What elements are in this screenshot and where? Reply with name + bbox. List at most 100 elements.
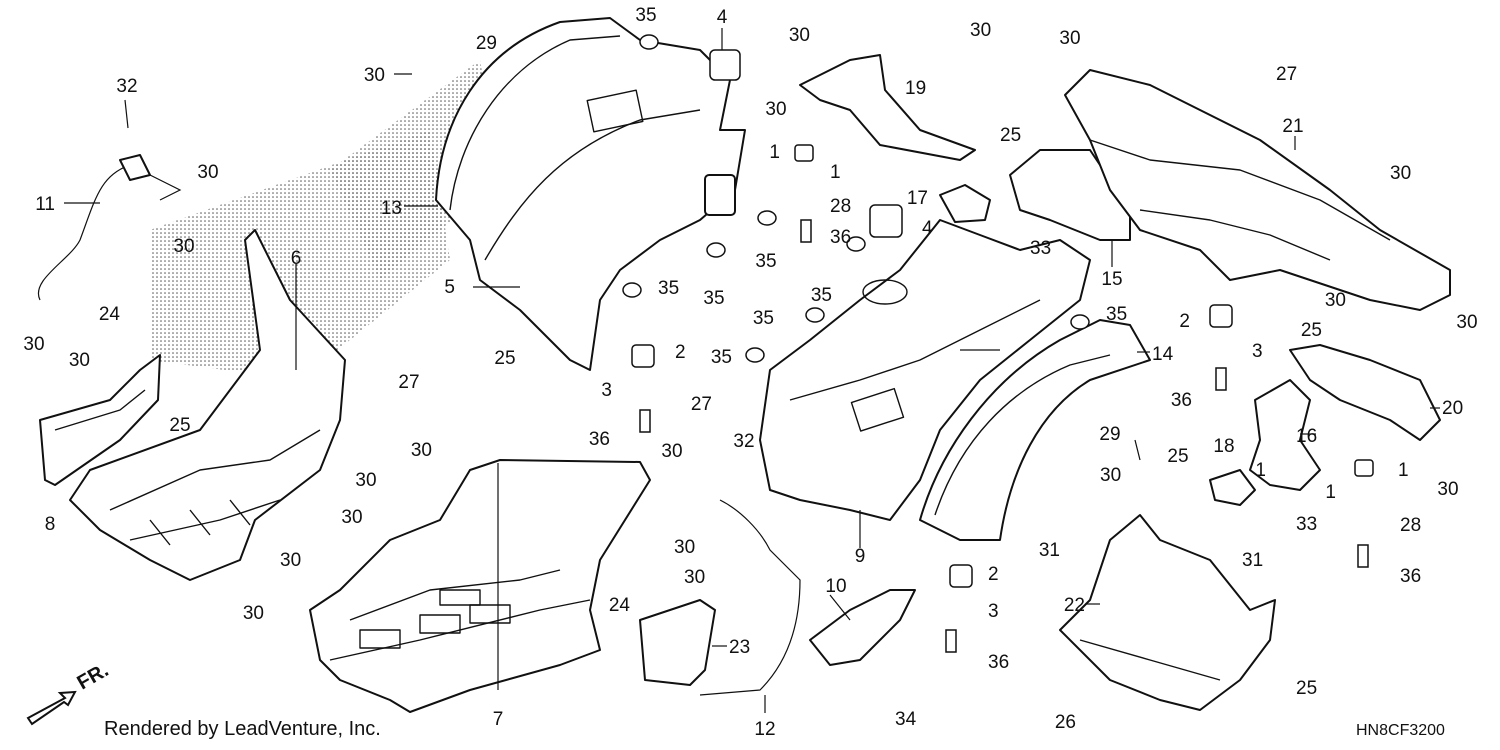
part-guard-16[interactable] [1249, 379, 1321, 491]
callout-18: 18 [1213, 436, 1234, 457]
callout-22: 22 [1064, 595, 1085, 616]
callout-12: 12 [754, 719, 775, 740]
callout-33: 33 [1296, 514, 1317, 535]
callout-35: 35 [755, 251, 776, 272]
callout-labels: 1 1 1 1 1 2 2 2 3 3 3 4 4 5 6 7 8 9 10 1… [23, 5, 1477, 740]
callout-25: 25 [169, 415, 190, 436]
part-center-floor[interactable] [309, 459, 651, 713]
part-cover-19[interactable] [799, 54, 976, 161]
callout-30: 30 [1437, 479, 1458, 500]
part-bracket-18[interactable] [1209, 469, 1256, 506]
part-bracket-17[interactable] [939, 184, 991, 223]
callout-30: 30 [69, 350, 90, 371]
part-plate-23[interactable] [639, 599, 716, 686]
callout-32: 32 [116, 76, 137, 97]
dotted-shadow-regions [150, 60, 500, 380]
callout-29: 29 [1099, 424, 1120, 445]
callout-30: 30 [355, 470, 376, 491]
callout-31: 31 [1039, 540, 1060, 561]
callout-34: 34 [895, 709, 917, 730]
callout-24: 24 [99, 304, 121, 325]
callout-30: 30 [280, 550, 301, 571]
part-bracket-10[interactable] [809, 589, 916, 666]
callout-4: 4 [922, 218, 933, 239]
callout-30: 30 [765, 99, 786, 120]
part-front-inner-fender[interactable] [435, 17, 746, 371]
callout-29: 29 [476, 33, 497, 54]
callout-30: 30 [970, 20, 991, 41]
callout-36: 36 [589, 429, 610, 450]
callout-36: 36 [1400, 566, 1421, 587]
callout-30: 30 [1390, 163, 1411, 184]
callout-35: 35 [753, 308, 774, 329]
callout-23: 23 [729, 637, 750, 658]
callout-30: 30 [197, 162, 218, 183]
callout-33: 33 [1030, 238, 1051, 259]
callout-35: 35 [635, 5, 656, 26]
callout-1: 1 [1325, 482, 1336, 503]
part-bracket-wire-11[interactable] [37, 154, 182, 301]
callout-30: 30 [1100, 465, 1121, 486]
part-left-side-panel[interactable] [39, 354, 161, 486]
callout-35: 35 [658, 278, 679, 299]
part-wire-12[interactable] [699, 499, 801, 696]
callout-30: 30 [1325, 290, 1346, 311]
part-right-floor-22[interactable] [1059, 514, 1276, 711]
callout-30: 30 [674, 537, 695, 558]
callout-30: 30 [789, 25, 810, 46]
part-cover-15[interactable] [1009, 149, 1131, 241]
callout-5: 5 [444, 277, 455, 298]
callout-28: 28 [830, 196, 851, 217]
callout-30: 30 [1456, 312, 1477, 333]
callout-25: 25 [494, 348, 515, 369]
callout-30: 30 [1059, 28, 1080, 49]
callout-1: 1 [830, 162, 841, 183]
front-direction-indicator: FR. [26, 660, 113, 726]
front-label: FR. [74, 660, 113, 694]
callout-8: 8 [45, 514, 56, 535]
callout-2: 2 [1179, 311, 1190, 332]
callout-1: 1 [1398, 460, 1409, 481]
callout-31: 31 [1242, 550, 1263, 571]
callout-3: 3 [601, 380, 612, 401]
callout-16: 16 [1296, 426, 1317, 447]
part-rear-panel-21[interactable] [1064, 69, 1451, 311]
rubber-grommets [631, 49, 1374, 588]
callout-25: 25 [1167, 446, 1188, 467]
callout-21: 21 [1282, 116, 1303, 137]
callout-25: 25 [1296, 678, 1317, 699]
callout-14: 14 [1152, 344, 1174, 365]
callout-2: 2 [988, 564, 999, 585]
callout-10: 10 [825, 576, 846, 597]
callout-9: 9 [855, 546, 866, 567]
callout-27: 27 [691, 394, 712, 415]
callout-19: 19 [905, 78, 926, 99]
callout-3: 3 [1252, 341, 1263, 362]
callout-28: 28 [1400, 515, 1421, 536]
callout-30: 30 [23, 334, 44, 355]
leader-lines [64, 28, 1440, 713]
callout-20: 20 [1442, 398, 1463, 419]
callout-15: 15 [1101, 269, 1122, 290]
callout-24: 24 [609, 595, 631, 616]
callout-30: 30 [364, 65, 385, 86]
callout-25: 25 [1000, 125, 1021, 146]
callout-2: 2 [675, 342, 686, 363]
part-rear-outer-fender[interactable] [919, 319, 1151, 541]
part-rear-inner-fender[interactable] [759, 219, 1091, 521]
part-left-footwell[interactable] [69, 229, 346, 581]
callout-32: 32 [733, 431, 754, 452]
callout-13: 13 [381, 198, 402, 219]
callout-17: 17 [907, 188, 928, 209]
callout-27: 27 [1276, 64, 1297, 85]
front-arrow-icon [26, 690, 77, 726]
part-bracket-20[interactable] [1289, 344, 1441, 441]
callout-7: 7 [493, 709, 504, 730]
bolts [639, 219, 1369, 653]
footer-credit: Rendered by LeadVenture, Inc. [104, 718, 381, 740]
callout-26: 26 [1055, 712, 1076, 733]
callout-30: 30 [243, 603, 264, 624]
callout-35: 35 [711, 347, 732, 368]
callout-36: 36 [830, 227, 851, 248]
